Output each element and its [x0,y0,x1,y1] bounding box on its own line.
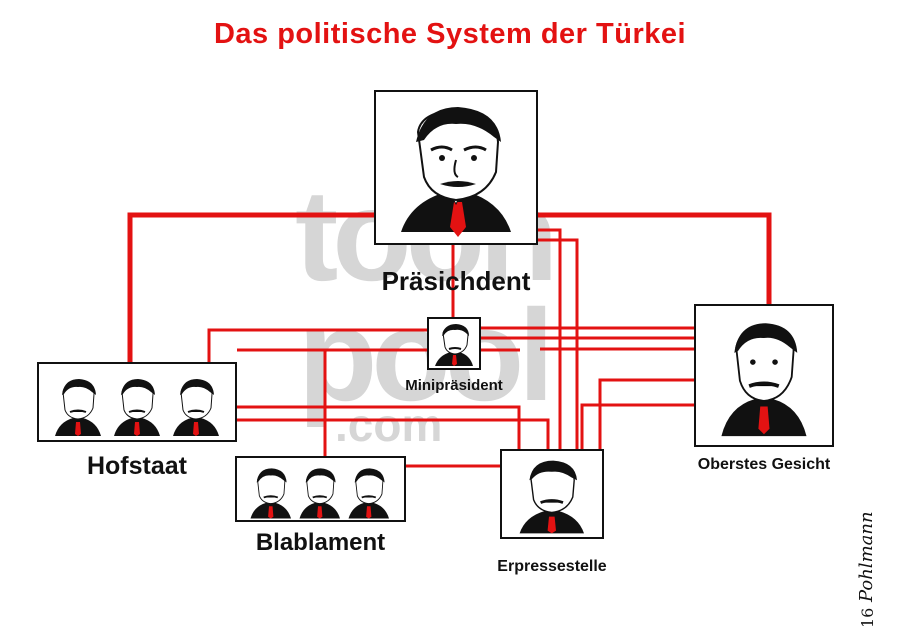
blackmail-label: Erpressestelle [497,558,607,575]
court-label: Hofstaat [86,452,187,480]
president-portrait [401,107,511,237]
minipresident-portrait [435,324,473,366]
line-court-mid [237,418,550,452]
face-drawing [401,107,511,237]
supreme-label: Oberstes Gesicht [697,456,831,473]
line-supreme-blackmail-1 [598,378,694,452]
minipresident-box [427,317,481,370]
line-president-blackmail-2 [538,238,579,452]
court-portrait-1 [55,379,101,436]
president-box [374,90,538,245]
court-portrait-3 [173,379,219,436]
minipresident-label: Minipräsident [405,377,503,394]
supreme-portrait [721,323,807,437]
parliament-portraits [250,468,389,519]
page-title: Das politische System der Türkei [213,18,687,50]
line-president-supreme [538,212,772,306]
parliament-portrait-2 [299,468,340,519]
line-court-blackmail [237,405,521,452]
parliament-portrait-1 [250,468,291,519]
parliament-box [235,456,406,522]
supreme-box [694,304,834,447]
court-portrait-2 [114,379,160,436]
signature-year: 16 [858,607,877,628]
parliament-portrait-3 [348,468,389,519]
signature-name: Pohlmann [856,511,877,602]
court-portraits [55,379,219,436]
line-president-court [127,212,374,364]
line-president-blackmail-1 [538,228,562,452]
president-label: Präsichdent [381,266,531,296]
parliament-label: Blablament [255,529,386,556]
blackmail-box [500,449,604,539]
line-mini-court [207,328,427,364]
signature: Pohlmann 16 [850,490,890,630]
watermark-line-2: pool [298,282,554,428]
blackmail-portrait [519,460,584,534]
court-box [37,362,237,442]
line-supreme-blackmail-2 [580,403,694,452]
